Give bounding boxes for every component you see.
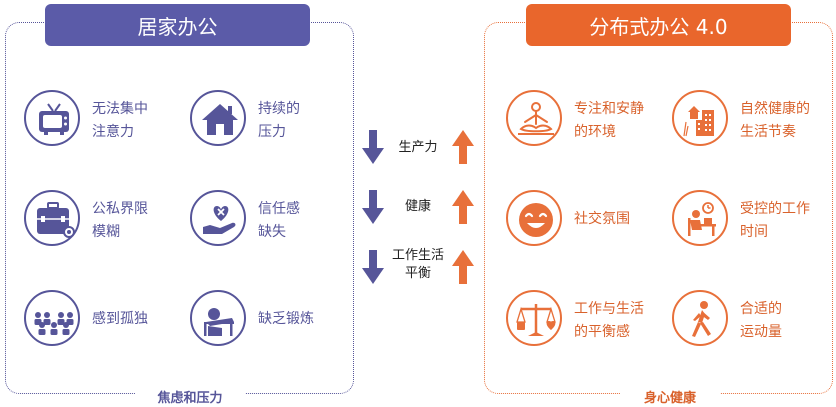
arrow-down-icon [362,250,384,284]
right-item-quiet: 专注和安静 的环境 [506,90,666,150]
meditation-icon [506,90,562,146]
left-item-focus-line2: 注意力 [92,124,134,140]
left-item-pressure-line1: 持续的 [258,101,300,117]
right-item-controlled-time: 受控的工作 时间 [672,190,832,250]
right-item-balance: 工作与生活 的平衡感 [506,290,666,350]
right-item-exercise: 合适的 运动量 [672,290,832,350]
right-item-balance-line2: 的平衡感 [574,324,630,340]
right-item-rhythm: 自然健康的 生活节奏 [672,90,832,150]
left-item-lonely-line1: 感到孤独 [92,311,148,327]
desk-worker-icon [672,190,728,246]
left-item-pressure-line2: 压力 [258,124,286,140]
middle-row-health: 健康 [362,188,476,228]
right-item-exercise-line1: 合适的 [740,301,782,317]
smiley-icon [506,190,562,246]
right-item-balance-line1: 工作与生活 [574,301,644,317]
middle-label-productivity: 生产力 [398,140,438,155]
left-item-exercise: 缺乏锻炼 [190,290,350,350]
left-item-boundary: 公私界限 模糊 [24,190,184,250]
right-panel-footer: 身心健康 [620,386,720,406]
left-item-focus: 无法集中 注意力 [24,90,184,150]
left-item-trust-line1: 信任感 [258,201,300,217]
right-item-social: 社交氛围 [506,190,666,250]
left-item-exercise-line1: 缺乏锻炼 [258,311,314,327]
middle-row-balance: 工作生活 平衡 [362,246,476,286]
tired-person-icon [190,290,246,346]
suitcase-icon [24,190,80,246]
arrow-up-icon [452,190,474,224]
left-item-boundary-line2: 模糊 [92,224,120,240]
right-item-controlled-time-line1: 受控的工作 [740,201,810,217]
balance-scale-icon [506,290,562,346]
middle-row-productivity: 生产力 [362,128,476,168]
left-item-trust-line2: 缺失 [258,224,286,240]
heart-hand-icon [190,190,246,246]
right-panel-title: 分布式办公 4.0 [526,4,791,46]
house-icon [190,90,246,146]
right-item-exercise-line2: 运动量 [740,324,782,340]
left-panel-title: 居家办公 [45,4,310,46]
left-item-boundary-line1: 公私界限 [92,201,148,217]
left-item-trust: 信任感 缺失 [190,190,350,250]
people-icon [24,290,80,346]
right-item-controlled-time-line2: 时间 [740,224,768,240]
left-item-focus-line1: 无法集中 [92,101,148,117]
right-item-quiet-line1: 专注和安静 [574,101,644,117]
right-item-rhythm-line1: 自然健康的 [740,101,810,117]
buildings-icon [672,90,728,146]
walking-person-icon [672,290,728,346]
middle-label-balance: 工作生活 平衡 [391,248,444,281]
arrow-down-icon [362,130,384,164]
arrow-up-icon [452,250,474,284]
right-item-rhythm-line2: 生活节奏 [740,124,796,140]
left-item-pressure: 持续的 压力 [190,90,350,150]
tv-icon [24,90,80,146]
middle-label-health: 健康 [404,199,431,214]
right-item-quiet-line2: 的环境 [574,124,616,140]
left-panel-footer: 焦虑和压力 [135,386,245,406]
arrow-up-icon [452,130,474,164]
left-item-lonely: 感到孤独 [24,290,184,350]
right-item-social-line1: 社交氛围 [574,211,630,227]
arrow-down-icon [362,190,384,224]
